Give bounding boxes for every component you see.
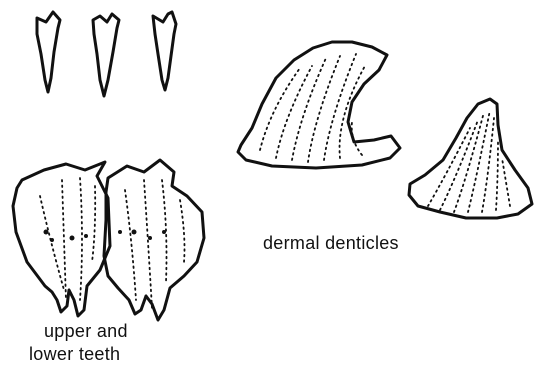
teeth-label-line2: lower teeth [29,344,120,365]
dermal-denticles-label: dermal denticles [263,233,399,254]
large-tooth-right [104,160,204,320]
small-tooth-3 [153,12,176,90]
dermal-denticle-large [238,42,400,168]
small-tooth-2 [93,14,119,96]
teeth-label-line1: upper and [44,321,128,342]
small-tooth-1 [37,12,60,92]
